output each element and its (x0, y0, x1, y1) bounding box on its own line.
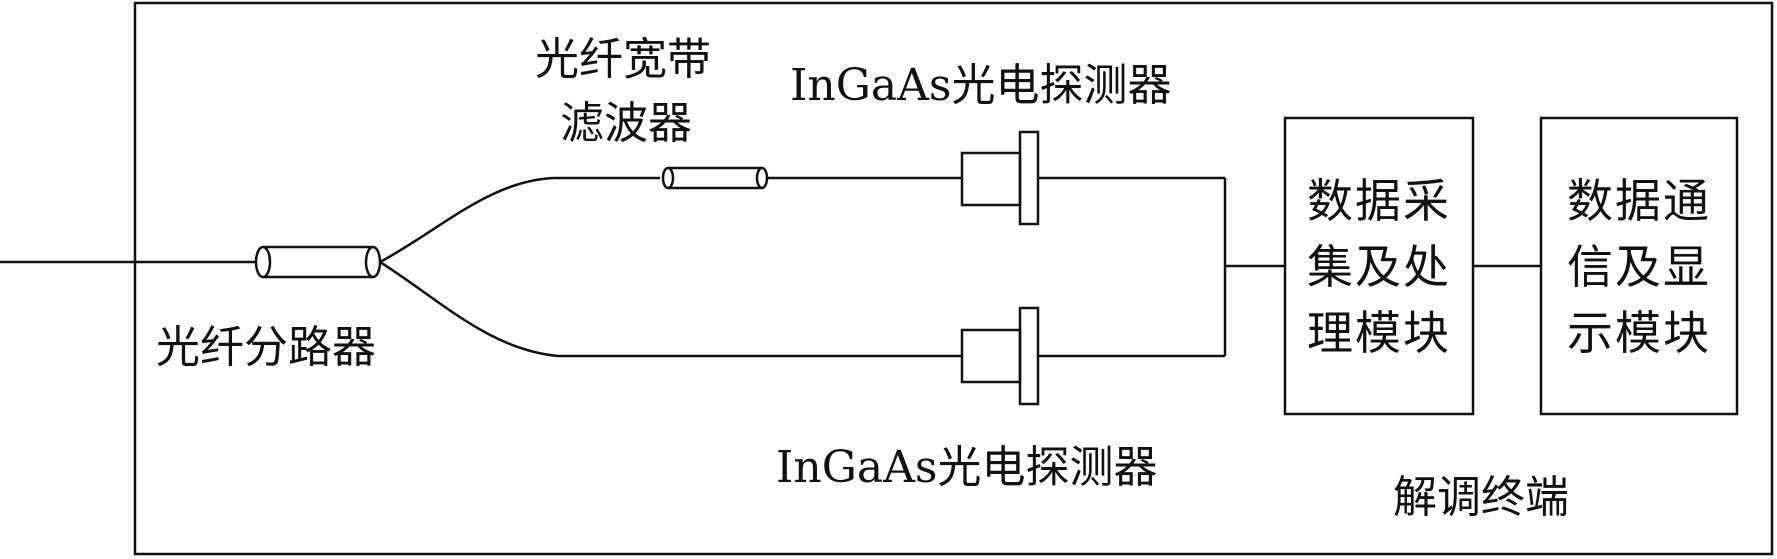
splitter-cylinder (254, 245, 382, 279)
upper-branch-curve (379, 176, 556, 264)
terminal-label: 解调终端 (1393, 472, 1569, 523)
terminal-border (133, 1, 1774, 556)
filter-cylinder (661, 166, 769, 190)
communication-module-label: 数据通信及显示模块 (1567, 174, 1711, 360)
detector-top-shape (960, 130, 1040, 226)
detector-top-label: InGaAs光电探测器 (790, 60, 1172, 111)
detector-bottom-label: InGaAs光电探测器 (776, 442, 1158, 493)
lower-branch-curve (379, 260, 559, 358)
filter-label-line1: 光纤宽带 (535, 34, 711, 85)
filter-label-line2: 滤波器 (560, 98, 692, 149)
detector-bottom-shape (960, 306, 1040, 406)
communication-module-box (1539, 116, 1739, 416)
splitter-label: 光纤分路器 (156, 322, 376, 373)
acquisition-module-label: 数据采集及处理模块 (1307, 174, 1451, 360)
